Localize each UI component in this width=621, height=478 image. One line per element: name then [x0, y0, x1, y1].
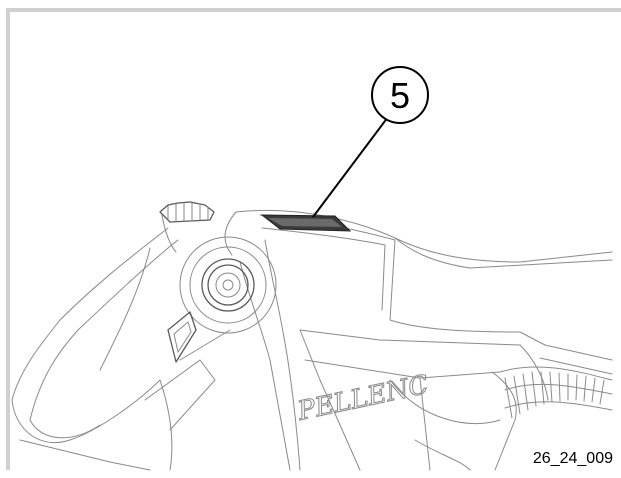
pivot-bolt [179, 236, 277, 334]
callout-leader-line [312, 116, 389, 218]
frame-left-border [6, 8, 10, 470]
frame-top-border [6, 8, 621, 12]
handle-grip-ridges [499, 366, 613, 419]
figure-id-label: 26_24_009 [532, 450, 613, 467]
callout-circle [371, 66, 429, 124]
shear-blade [11, 227, 231, 471]
adjustment-knob [159, 201, 215, 253]
callout-number: 5 [390, 75, 410, 116]
indicator-plate [260, 214, 352, 232]
shear-body-outline [224, 209, 613, 471]
brand-logo-text: PELLENC [294, 370, 431, 427]
triangular-window [167, 311, 197, 363]
